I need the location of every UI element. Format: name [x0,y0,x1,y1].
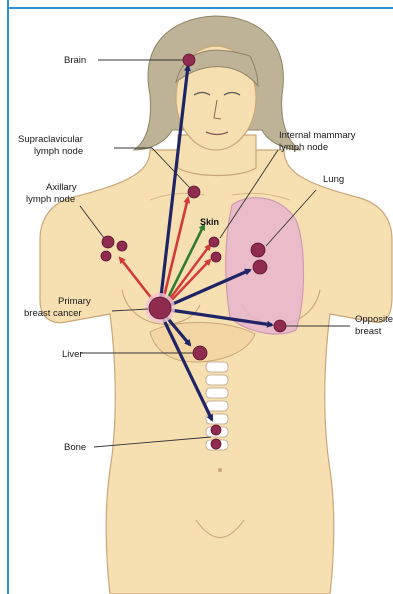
label-lung: Lung [323,174,344,185]
label-internal-mammary-2: lymph node [279,142,328,153]
met-brain [183,54,195,66]
label-supraclavicular-2: lymph node [34,146,83,157]
met-internal-mammary-2 [211,252,221,262]
label-internal-mammary-1: Internal mammary [279,130,356,141]
label-brain: Brain [64,55,86,66]
label-axillary-1: Axillary [46,182,77,193]
met-lung-2 [253,260,267,274]
met-liver [193,346,207,360]
label-opposite-2: breast [355,326,382,337]
label-skin: Skin [200,217,219,227]
navel [218,468,222,472]
label-opposite-1: Opposite [355,314,393,325]
primary-tumour [149,297,171,319]
met-bone-1 [211,425,221,435]
label-primary-2: breast cancer [24,308,82,319]
met-bone-2 [211,439,221,449]
met-axillary-3 [101,251,111,261]
label-primary-1: Primary [58,296,91,307]
met-axillary-2 [117,241,127,251]
label-bone: Bone [64,442,86,453]
label-supraclavicular-1: Supraclavicular [18,134,83,145]
met-internal-mammary-1 [209,237,219,247]
label-liver: Liver [62,349,83,360]
met-opposite-breast [274,320,286,332]
label-axillary-2: lymph node [26,194,75,205]
met-lung-1 [251,243,265,257]
